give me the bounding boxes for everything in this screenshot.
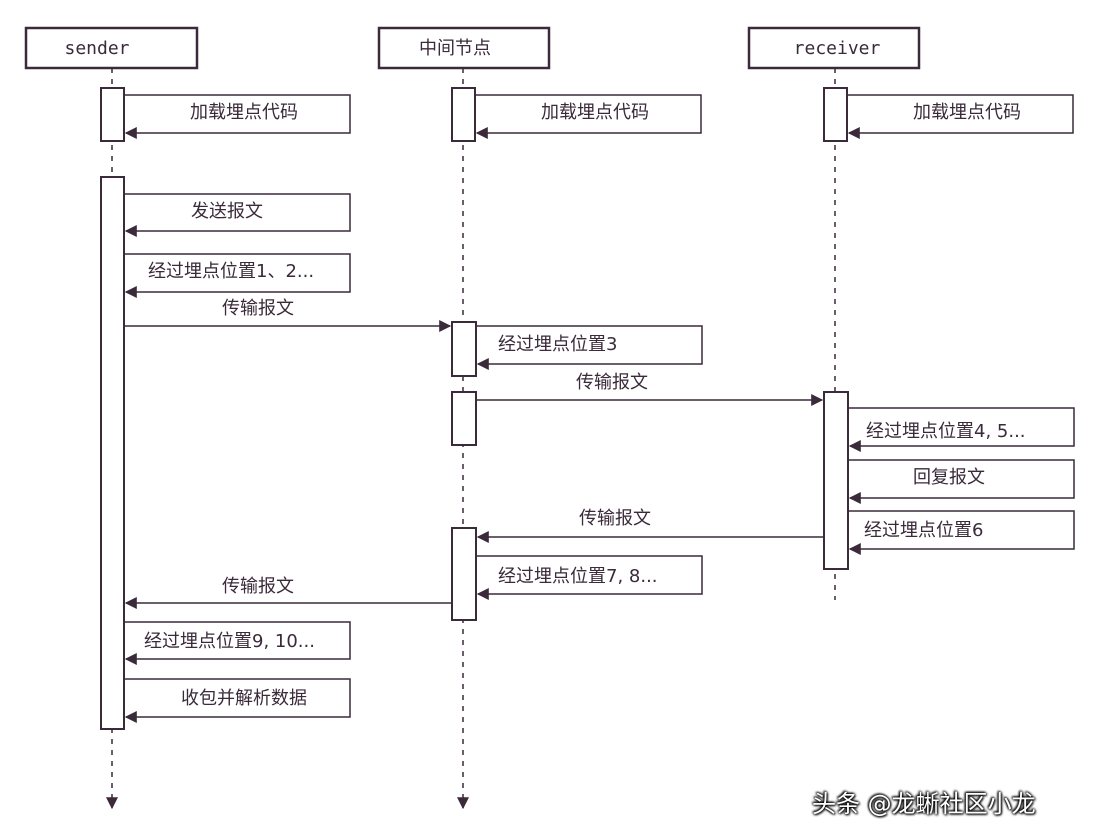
note-frame-pos-7-8 bbox=[476, 555, 703, 600]
note-frame-load-sender bbox=[124, 94, 351, 139]
participant-label-receiver: receiver bbox=[794, 38, 881, 59]
note-label-load-middle: 加载埋点代码 bbox=[541, 102, 649, 123]
note-frame-load-receiver bbox=[847, 94, 1074, 139]
message-label-sender-to-middle: 传输报文 bbox=[222, 298, 294, 319]
note-frame-pos-4-5 bbox=[848, 407, 1075, 452]
participant-box-sender bbox=[24, 26, 199, 70]
note-label-receive-parse: 收包并解析数据 bbox=[181, 688, 307, 709]
note-frame-pos-3 bbox=[476, 325, 703, 370]
note-label-pos-1-2: 经过埋点位置1、2... bbox=[148, 261, 314, 282]
participant-label-sender: sender bbox=[64, 38, 129, 59]
note-label-reply: 回复报文 bbox=[913, 467, 985, 488]
activation-middle-2 bbox=[451, 321, 477, 377]
message-label-middle-to-sender: 传输报文 bbox=[222, 576, 294, 597]
note-label-pos-7-8: 经过埋点位置7, 8... bbox=[498, 566, 658, 587]
activation-middle-3 bbox=[451, 391, 477, 446]
note-label-send-message: 发送报文 bbox=[191, 201, 263, 222]
note-label-pos-6: 经过埋点位置6 bbox=[864, 520, 983, 541]
note-frame-reply bbox=[848, 459, 1075, 504]
note-label-pos-4-5: 经过埋点位置4, 5... bbox=[866, 421, 1026, 442]
participant-label-middle: 中间节点 bbox=[419, 38, 491, 59]
note-frame-pos-6 bbox=[848, 510, 1075, 555]
note-frame-receive-parse bbox=[124, 678, 351, 723]
participant-box-receiver bbox=[747, 26, 921, 70]
note-frame-pos-9-10 bbox=[124, 621, 351, 665]
activation-receiver-main bbox=[823, 391, 849, 570]
note-frame-send-message bbox=[124, 193, 351, 237]
activation-receiver-1 bbox=[823, 87, 848, 142]
activation-sender-1 bbox=[100, 87, 125, 142]
note-label-load-receiver: 加载埋点代码 bbox=[913, 102, 1021, 123]
note-label-load-sender: 加载埋点代码 bbox=[190, 102, 298, 123]
activation-middle-4 bbox=[451, 527, 477, 621]
activation-sender-main bbox=[100, 176, 125, 730]
message-label-receiver-to-middle: 传输报文 bbox=[579, 508, 651, 529]
watermark: 头条 @龙蜥社区小龙 bbox=[812, 790, 1036, 818]
note-frame-load-middle bbox=[475, 94, 702, 139]
participant-box-middle bbox=[377, 26, 551, 70]
note-label-pos-9-10: 经过埋点位置9, 10... bbox=[144, 631, 315, 652]
activation-middle-1 bbox=[451, 87, 476, 142]
note-label-pos-3: 经过埋点位置3 bbox=[498, 334, 617, 355]
note-frame-pos-1-2 bbox=[124, 253, 351, 298]
message-label-middle-to-receiver: 传输报文 bbox=[576, 372, 648, 393]
